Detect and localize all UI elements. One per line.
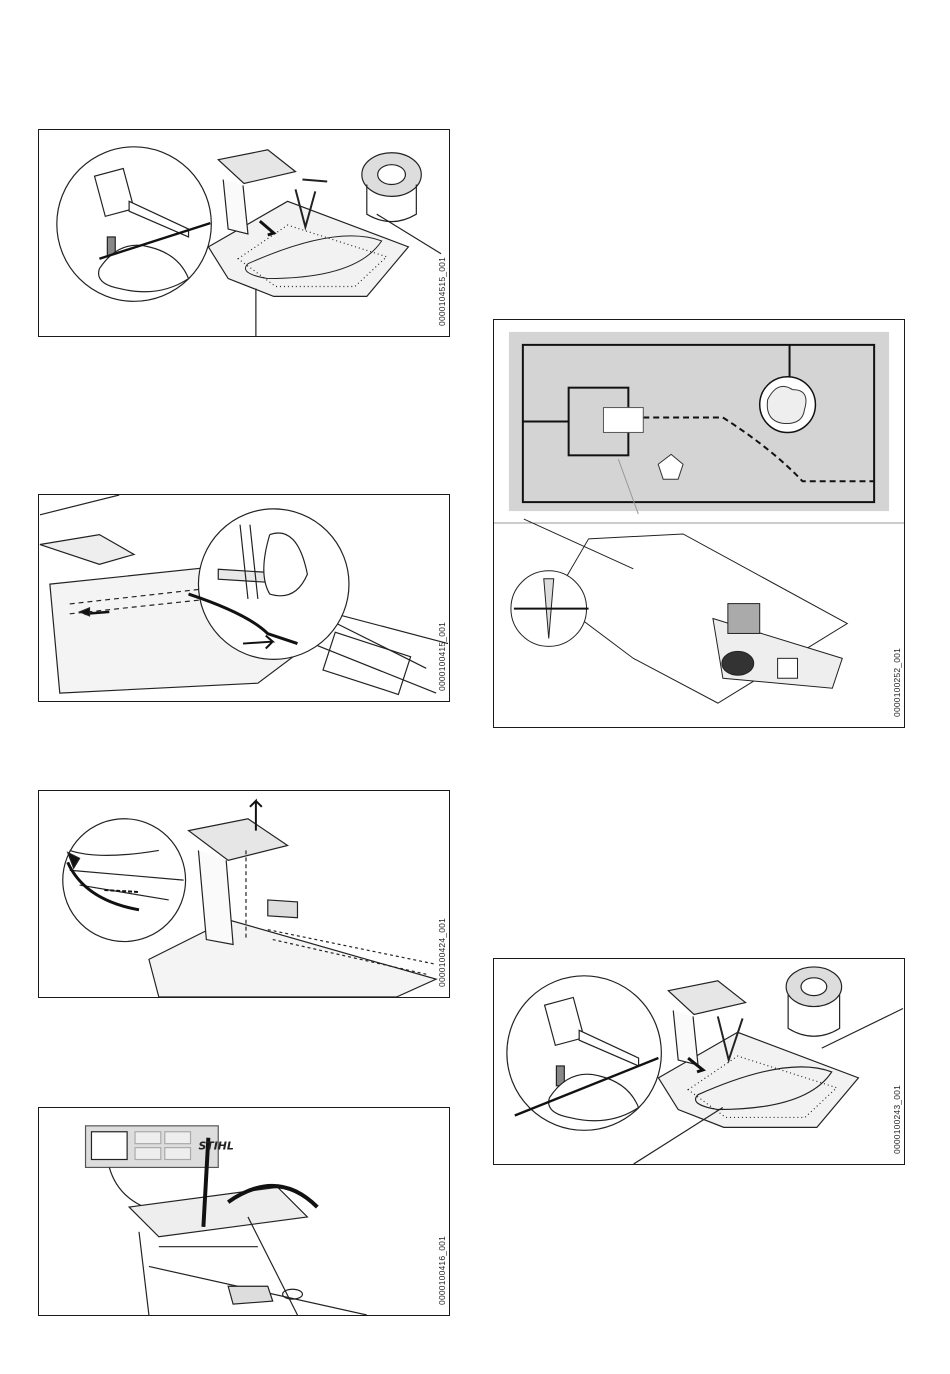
figure-5: 0000100252_001: [493, 319, 905, 728]
illustration-wire-channel: [39, 495, 449, 701]
figure-3: 0000100424_001: [38, 790, 450, 998]
figure-code: 0000100243_001: [892, 1085, 902, 1154]
figure-2: 0000100415_001: [38, 494, 450, 702]
figure-6: 0000100243_001: [493, 958, 905, 1165]
illustration-wire-cutting-docking: [39, 130, 449, 336]
illustration-garden-plan: [494, 320, 904, 727]
figure-code: 0000100416_001: [437, 1236, 447, 1305]
figure-code: 0000104515_001: [437, 257, 447, 326]
figure-code: 0000100424_001: [437, 918, 447, 987]
illustration-terminal-connection: STIHL: [39, 1108, 449, 1315]
illustration-wire-through-station: [39, 791, 449, 997]
figure-code: 0000100415_001: [437, 622, 447, 691]
figure-1: 0000104515_001: [38, 129, 450, 337]
illustration-wire-cutting-docking-2: [494, 959, 904, 1164]
figure-code: 0000100252_001: [892, 648, 902, 717]
stihl-label: STIHL: [198, 1140, 233, 1153]
figure-4: STIHL 0000100416_001: [38, 1107, 450, 1316]
